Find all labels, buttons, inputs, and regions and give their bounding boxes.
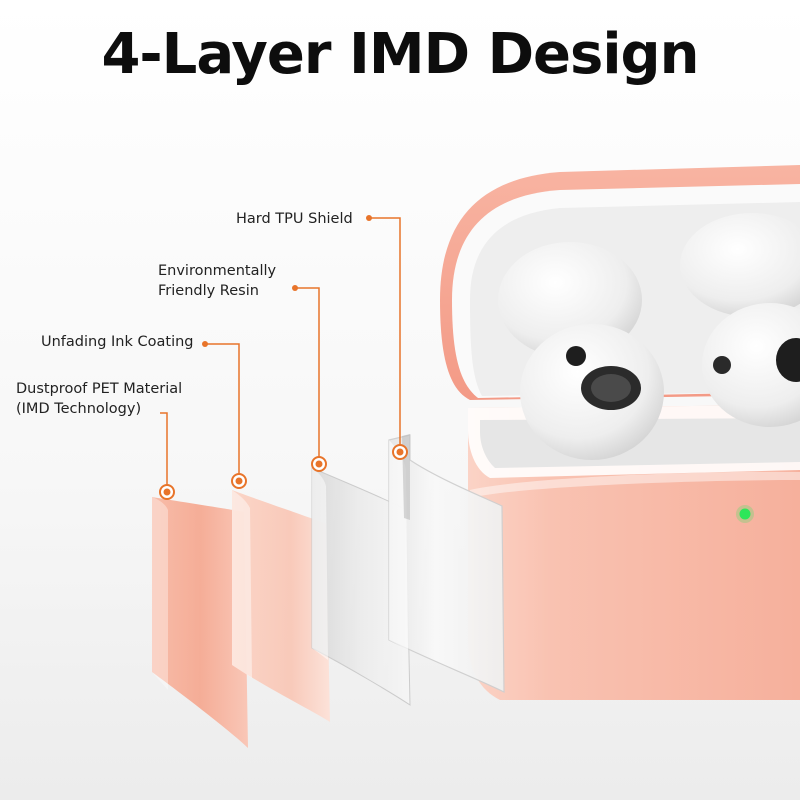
- label-line-2: Friendly Resin: [158, 283, 259, 299]
- label-friendly-resin: Environmentally Friendly Resin: [158, 261, 276, 301]
- layer-resin: [311, 467, 411, 706]
- layer-ink-coating: [232, 490, 330, 722]
- layer-tpu-shield: [388, 434, 505, 693]
- label-pet-material: Dustproof PET Material (IMD Technology): [16, 379, 182, 419]
- status-led-icon: [739, 508, 751, 520]
- callout-targets: [159, 444, 408, 500]
- page-title: 4-Layer IMD Design: [101, 22, 699, 87]
- label-text: Unfading Ink Coating: [41, 334, 194, 350]
- label-text: Hard TPU Shield: [236, 211, 353, 227]
- right-earbud: [680, 213, 800, 427]
- label-line-2: (IMD Technology): [16, 401, 142, 417]
- left-earbud: [498, 242, 664, 460]
- layer-pet-material: [152, 497, 248, 748]
- label-ink-coating: Unfading Ink Coating: [41, 332, 194, 352]
- label-line-1: Environmentally: [158, 263, 277, 279]
- case-body: [468, 405, 800, 700]
- label-hard-tpu-shield: Hard TPU Shield: [236, 209, 353, 229]
- callout-dots: [202, 215, 372, 347]
- callout-lines: [160, 217, 401, 492]
- label-line-1: Dustproof PET Material: [16, 381, 183, 397]
